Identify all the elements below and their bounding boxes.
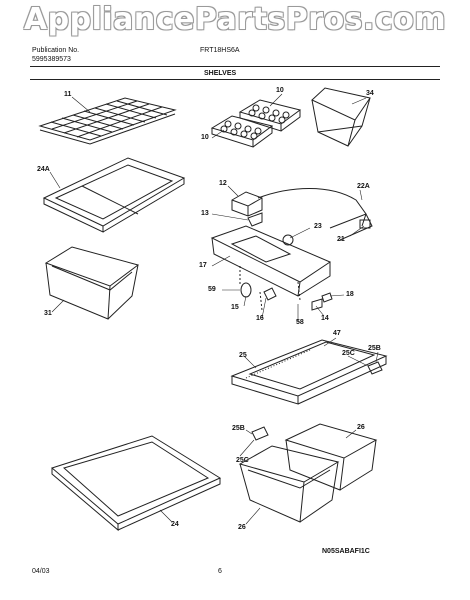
crisper-pan-26-right bbox=[286, 424, 376, 490]
callout-47: 47 bbox=[333, 330, 341, 337]
publication-number: 5995389573 bbox=[32, 56, 71, 63]
callout-25b-bottom: 25B bbox=[232, 425, 245, 432]
footer-date: 04/03 bbox=[32, 568, 50, 575]
callout-14: 14 bbox=[321, 315, 329, 322]
egg-tray-10-lower bbox=[212, 116, 272, 147]
callout-12: 12 bbox=[219, 180, 227, 187]
control-housing-17 bbox=[212, 226, 330, 296]
header-rule-bottom bbox=[30, 79, 440, 80]
control-housing-12 bbox=[232, 192, 262, 216]
callout-13: 13 bbox=[201, 210, 209, 217]
crisper-pan-26-left bbox=[240, 446, 338, 522]
callout-21: 21 bbox=[337, 236, 345, 243]
small-parts bbox=[240, 266, 332, 310]
slide-control-25b-bottom bbox=[252, 427, 268, 440]
callout-26-right: 26 bbox=[357, 424, 365, 431]
wire-harness-22a bbox=[258, 189, 372, 241]
callout-25c-top: 25C bbox=[342, 350, 355, 357]
callout-25c-bottom: 25C bbox=[236, 457, 249, 464]
callout-26-left: 26 bbox=[238, 524, 246, 531]
callout-10-upper: 10 bbox=[276, 87, 284, 94]
model-number: FRT18HS6A bbox=[200, 47, 240, 54]
watermark: AppliancePartsPros.com bbox=[23, 2, 447, 37]
glass-shelf-24 bbox=[52, 436, 220, 530]
callout-24a: 24A bbox=[37, 166, 50, 173]
bin-34 bbox=[312, 88, 370, 146]
slide-control-25b-top bbox=[368, 362, 382, 374]
callout-18: 18 bbox=[346, 291, 354, 298]
crisper-drawer-31 bbox=[46, 247, 138, 319]
callout-59: 59 bbox=[208, 286, 216, 293]
callout-11: 11 bbox=[64, 91, 72, 98]
callout-34: 34 bbox=[366, 90, 374, 97]
callout-23: 23 bbox=[314, 223, 322, 230]
crisper-cover-25 bbox=[232, 340, 386, 404]
wire-shelf-11 bbox=[40, 98, 175, 144]
callout-16: 16 bbox=[256, 315, 264, 322]
callout-10-lower: 10 bbox=[201, 134, 209, 141]
callout-25b-top: 25B bbox=[368, 345, 381, 352]
leader-lines bbox=[50, 94, 378, 524]
section-title: SHELVES bbox=[204, 70, 237, 77]
header-rule-top bbox=[30, 66, 440, 67]
callout-24: 24 bbox=[171, 521, 179, 528]
callout-17: 17 bbox=[199, 262, 207, 269]
control-knob-13 bbox=[248, 213, 262, 226]
publication-label: Publication No. bbox=[32, 47, 80, 54]
glass-shelf-24a bbox=[44, 158, 184, 232]
callout-15: 15 bbox=[231, 304, 239, 311]
footer-page-number: 6 bbox=[218, 568, 222, 575]
callout-25: 25 bbox=[239, 352, 247, 359]
egg-tray-10-upper bbox=[240, 100, 300, 131]
callout-22a: 22A bbox=[357, 183, 370, 190]
callout-31: 31 bbox=[44, 310, 52, 317]
callout-58: 58 bbox=[296, 319, 304, 326]
drawing-code: N05SABAFI1C bbox=[322, 548, 370, 555]
